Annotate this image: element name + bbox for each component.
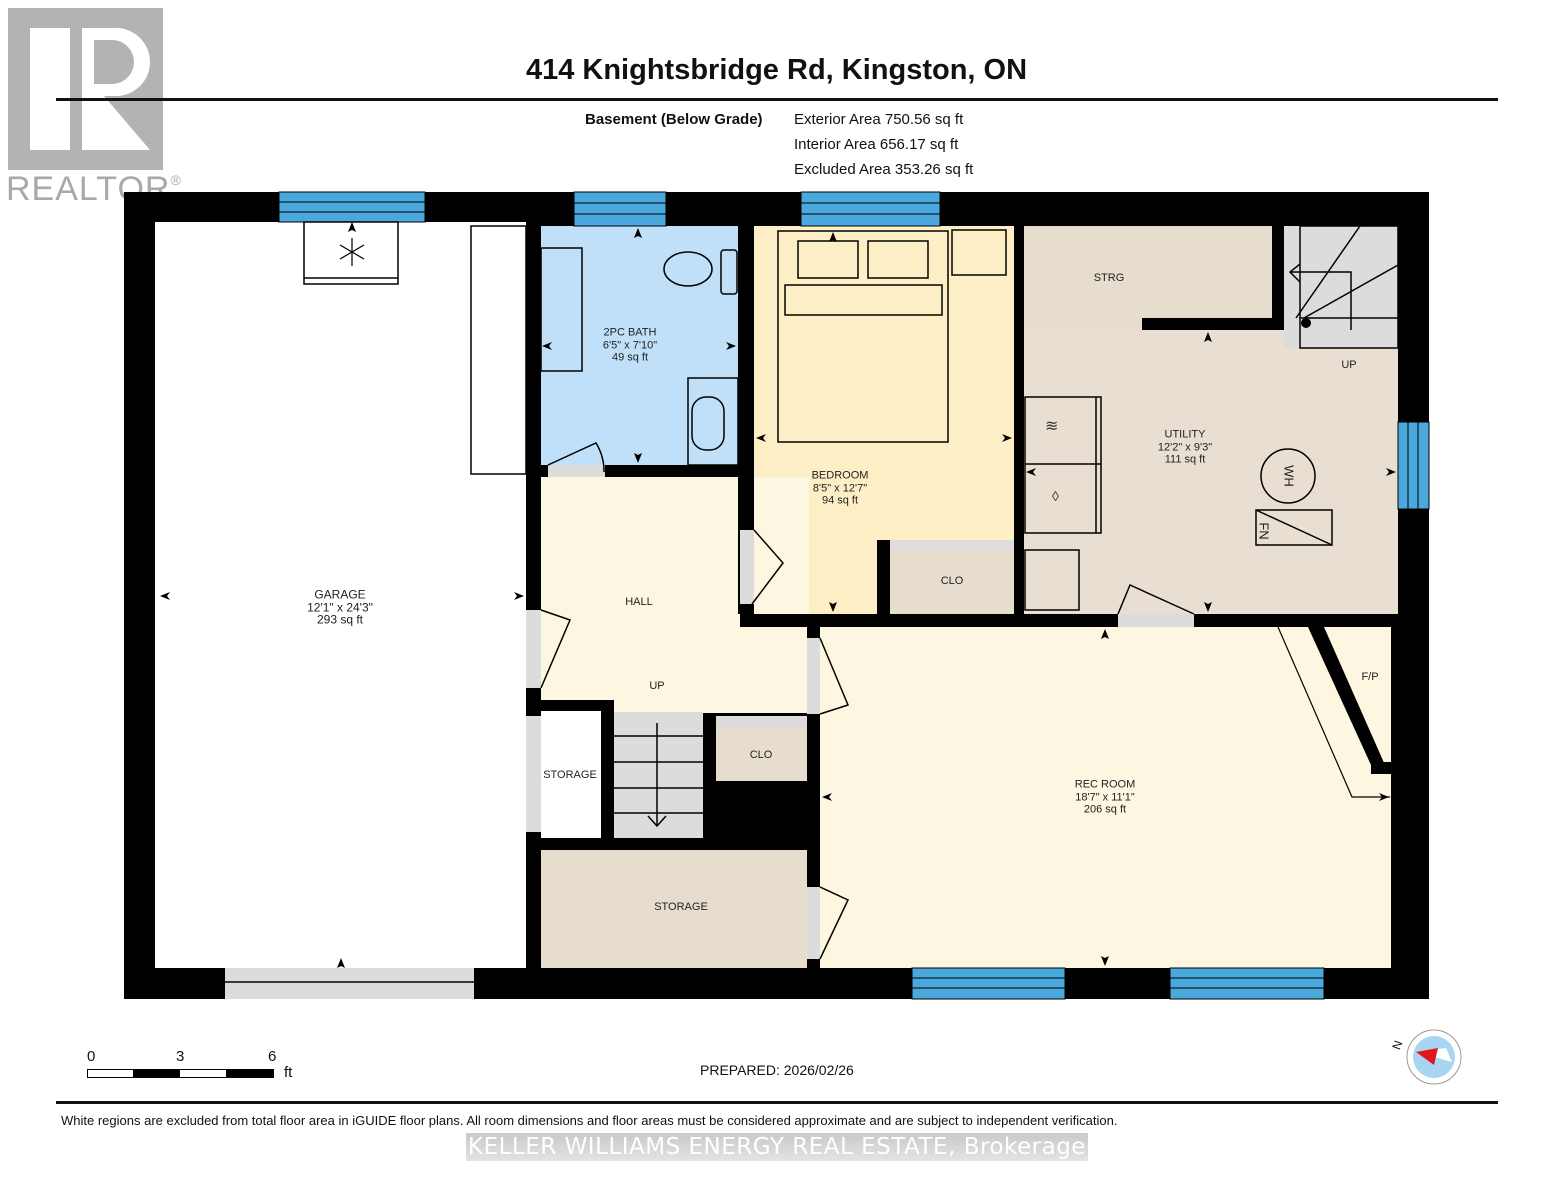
disclaimer-text: White regions are excluded from total fl… — [61, 1113, 1118, 1128]
room-label-rec-room: REC ROOM 18'7" x 11'1" 206 sq ft — [1074, 778, 1136, 816]
hall-area — [541, 477, 809, 713]
excluded-area: Excluded Area 353.26 sq ft — [794, 161, 974, 178]
brokerage-watermark: KELLER WILLIAMS ENERGY REAL ESTATE, Brok… — [466, 1133, 1088, 1161]
utility-stairs-up-label: UP — [1341, 358, 1357, 371]
snowflake-icon — [339, 238, 365, 266]
prepared-date: PREPARED: 2026/02/26 — [700, 1062, 854, 1078]
scale-bar — [87, 1069, 274, 1078]
hall-stairs-up-label: UP — [649, 679, 665, 692]
hall-closet-area — [716, 727, 807, 781]
storage-large-area — [541, 850, 807, 968]
scale-unit: ft — [284, 1064, 293, 1081]
window — [278, 191, 1430, 1000]
washer-drop-icon: ◊ — [1052, 488, 1059, 504]
room-label-bath: 2PC BATH 6'5" x 7'10" 49 sq ft — [602, 326, 658, 364]
realtor-r-icon — [30, 28, 150, 150]
garage-door — [225, 968, 474, 999]
bedroom-closet-area — [890, 540, 1014, 614]
furnace-icon: FN — [1256, 522, 1272, 540]
strg-area — [1024, 226, 1274, 330]
room-label-strg: STRG — [1093, 271, 1125, 284]
title-divider — [56, 98, 1498, 101]
page-title: 414 Knightsbridge Rd, Kingston, ON — [525, 54, 1028, 86]
scale-tick-3: 3 — [176, 1048, 185, 1065]
room-label-bedroom: BEDROOM 8'5" x 12'7" 94 sq ft — [811, 469, 869, 507]
room-label-garage: GARAGE 12'1" x 24'3" 293 sq ft — [307, 587, 373, 627]
exterior-area: Exterior Area 750.56 sq ft — [794, 111, 964, 128]
storage-small-area — [541, 711, 601, 838]
compass-icon — [1406, 1029, 1462, 1085]
footer-divider — [56, 1101, 1498, 1104]
room-label-hall: HALL — [625, 595, 653, 608]
room-label-hall-closet: CLO — [749, 748, 773, 761]
garage-area — [155, 222, 526, 968]
rec-room-area — [820, 627, 1391, 968]
scale-tick-0: 0 — [87, 1048, 96, 1065]
dryer-heat-icon: ≋ — [1045, 418, 1059, 435]
room-label-storage-large: STORAGE — [654, 900, 708, 913]
scale-tick-6: 6 — [268, 1048, 277, 1065]
room-label-bedroom-closet: CLO — [940, 574, 964, 587]
realtor-logo — [8, 8, 163, 170]
water-heater-icon: WH — [1281, 465, 1297, 487]
room-label-fireplace: F/P — [1361, 670, 1379, 683]
room-label-utility: UTILITY 12'2" x 9'3" 111 sq ft — [1157, 428, 1213, 466]
room-label-storage-small: STORAGE — [543, 768, 597, 781]
stairs-area — [614, 712, 703, 838]
interior-area: Interior Area 656.17 sq ft — [794, 136, 959, 153]
floor-label: Basement (Below Grade) — [585, 111, 763, 128]
